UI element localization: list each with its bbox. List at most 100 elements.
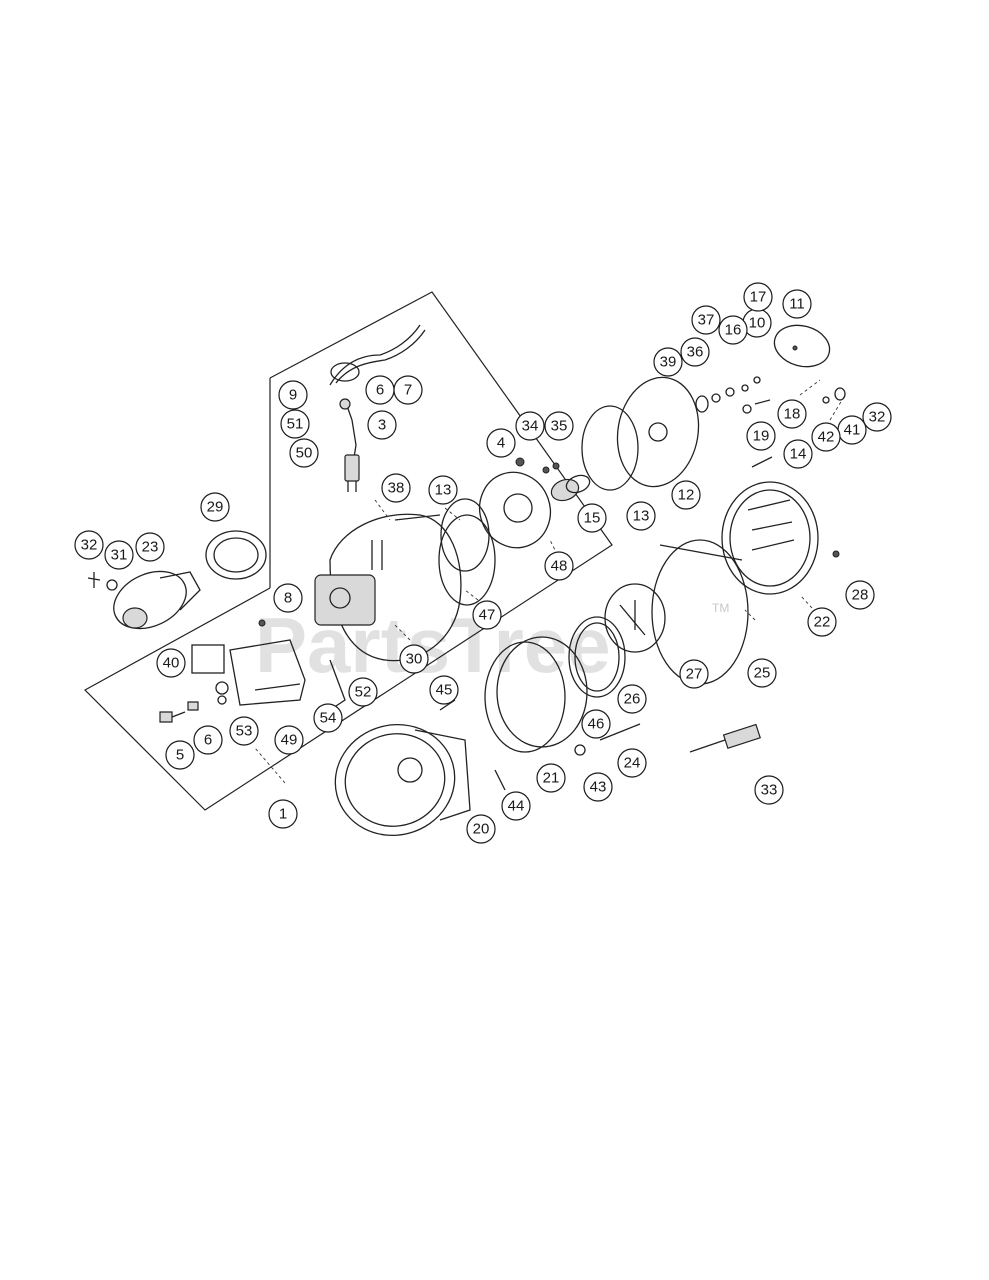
callout-39: 39 — [653, 347, 683, 377]
svg-text:13: 13 — [435, 482, 452, 499]
svg-text:38: 38 — [388, 480, 405, 497]
small-hardware — [695, 376, 846, 468]
callout-31: 31 — [104, 540, 134, 570]
callout-5: 5 — [165, 740, 195, 770]
svg-text:50: 50 — [296, 445, 313, 462]
callout-32-left: 32 — [74, 530, 104, 560]
svg-text:39: 39 — [660, 354, 677, 371]
callout-28: 28 — [845, 580, 875, 610]
svg-text:48: 48 — [551, 558, 568, 575]
cover-plate — [773, 324, 831, 368]
svg-text:10: 10 — [749, 315, 766, 332]
callout-24: 24 — [617, 748, 647, 778]
bolts-and-badge — [439, 699, 761, 791]
callout-25: 25 — [747, 658, 777, 688]
svg-text:13: 13 — [633, 508, 650, 525]
svg-text:27: 27 — [686, 666, 703, 683]
svg-text:6: 6 — [376, 382, 384, 399]
svg-text:29: 29 — [207, 499, 224, 516]
svg-text:1: 1 — [279, 806, 287, 823]
svg-text:41: 41 — [844, 422, 861, 439]
callout-10: 10 — [742, 308, 772, 338]
leader-lines — [374, 379, 846, 641]
callout-48: 48 — [544, 551, 574, 581]
callout-labels: 1 3 4 5 6 6 7 8 9 10 11 12 13 13 14 15 1… — [74, 282, 892, 844]
callout-44: 44 — [501, 791, 531, 821]
callout-29: 29 — [200, 492, 230, 522]
watermark-trademark: TM — [712, 601, 729, 615]
end-cap-assembly — [87, 570, 201, 630]
callout-35: 35 — [544, 411, 574, 441]
callout-13-left: 13 — [428, 475, 458, 505]
callout-22: 22 — [807, 607, 837, 637]
callout-13-right: 13 — [626, 501, 656, 531]
svg-text:43: 43 — [590, 779, 607, 796]
diaphragm — [568, 583, 666, 698]
callout-42: 42 — [811, 422, 841, 452]
svg-text:6: 6 — [204, 732, 212, 749]
callout-36: 36 — [680, 337, 710, 367]
callout-52: 52 — [348, 677, 378, 707]
callout-1: 1 — [268, 799, 298, 829]
svg-text:40: 40 — [163, 655, 180, 672]
svg-text:15: 15 — [584, 510, 601, 527]
svg-text:14: 14 — [790, 446, 807, 463]
callout-23: 23 — [135, 532, 165, 562]
svg-text:44: 44 — [508, 798, 525, 815]
callout-4: 4 — [486, 428, 516, 458]
svg-text:12: 12 — [678, 487, 695, 504]
cord-assembly — [329, 324, 426, 492]
svg-text:31: 31 — [111, 547, 128, 564]
svg-text:25: 25 — [754, 665, 771, 682]
svg-text:33: 33 — [761, 782, 778, 799]
svg-text:46: 46 — [588, 716, 605, 733]
callout-8: 8 — [273, 583, 303, 613]
callout-9: 9 — [278, 380, 308, 410]
callout-16: 16 — [718, 315, 748, 345]
callout-14: 14 — [783, 439, 813, 469]
svg-text:37: 37 — [698, 312, 715, 329]
seal-plates — [484, 636, 588, 753]
callout-32-right: 32 — [862, 402, 892, 432]
svg-text:36: 36 — [687, 344, 704, 361]
watermark-text: PartsTree — [255, 601, 611, 689]
callout-40: 40 — [156, 648, 186, 678]
callout-54: 54 — [313, 703, 343, 733]
svg-text:51: 51 — [287, 416, 304, 433]
svg-text:54: 54 — [320, 710, 337, 727]
callout-34: 34 — [515, 411, 545, 441]
callout-19: 19 — [746, 421, 776, 451]
callout-7: 7 — [393, 375, 423, 405]
callout-6-lower: 6 — [193, 725, 223, 755]
svg-text:11: 11 — [789, 296, 805, 313]
end-cover — [721, 481, 840, 595]
callout-49: 49 — [274, 725, 304, 755]
callout-3: 3 — [367, 410, 397, 440]
svg-text:49: 49 — [281, 732, 298, 749]
coupler — [440, 405, 639, 572]
callout-15: 15 — [577, 503, 607, 533]
callout-51: 51 — [280, 409, 310, 439]
svg-text:52: 52 — [355, 684, 372, 701]
callout-41: 41 — [837, 415, 867, 445]
svg-text:45: 45 — [436, 682, 453, 699]
impeller-plate — [616, 376, 700, 488]
gasket-29 — [205, 530, 267, 580]
svg-text:26: 26 — [624, 691, 641, 708]
svg-text:8: 8 — [284, 590, 292, 607]
callout-11: 11 — [782, 289, 812, 319]
svg-text:32: 32 — [869, 409, 886, 426]
callout-45: 45 — [429, 675, 459, 705]
svg-text:24: 24 — [624, 755, 641, 772]
callout-46: 46 — [581, 709, 611, 739]
callout-33: 33 — [754, 775, 784, 805]
callout-53: 53 — [229, 716, 259, 746]
svg-text:53: 53 — [236, 723, 253, 740]
callout-12: 12 — [671, 480, 701, 510]
svg-text:16: 16 — [725, 322, 742, 339]
callout-27: 27 — [679, 659, 709, 689]
watermark: PartsTree TM — [255, 601, 729, 689]
svg-text:22: 22 — [814, 614, 831, 631]
callout-20: 20 — [466, 814, 496, 844]
